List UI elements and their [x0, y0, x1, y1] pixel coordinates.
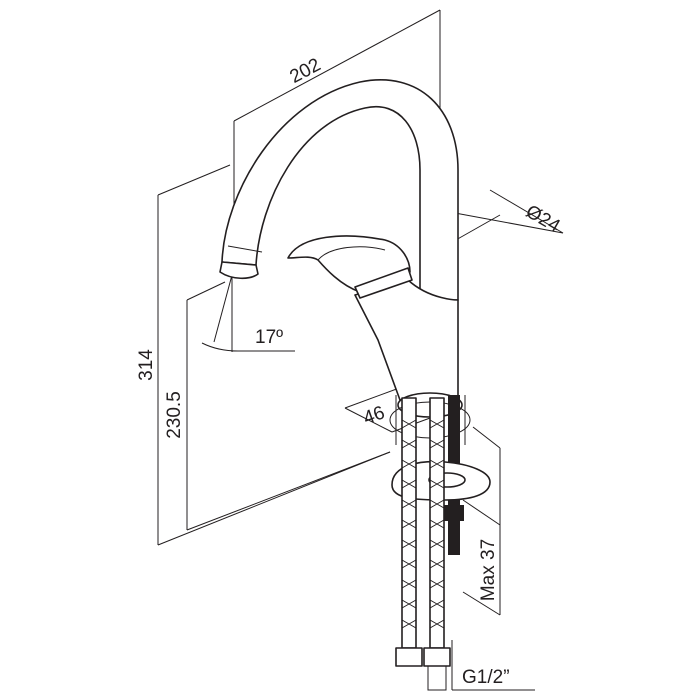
dimension-label-countertop-thickness: Max 37	[478, 539, 499, 601]
dimension-spout-angle: 17º	[201, 274, 295, 352]
dimension-spout-height: 230.5	[164, 281, 391, 531]
dimension-label-connection-thread: G1/2”	[462, 667, 510, 688]
dimension-countertop-thickness: Max 37	[462, 426, 501, 616]
faucet-body	[354, 279, 463, 418]
dimension-label-spout-angle: 17º	[255, 327, 283, 348]
dimension-label-spout-reach: 202	[286, 54, 324, 87]
faucet-spout	[219, 79, 459, 301]
dimension-spout-diameter: Ø24	[446, 189, 564, 246]
dimension-label-spout-height: 230.5	[164, 391, 185, 439]
dimension-connection-thread: G1/2”	[451, 640, 535, 691]
flexible-hose-right	[423, 397, 451, 691]
dimension-total-height: 314	[136, 164, 391, 546]
faucet-handle	[287, 235, 413, 299]
dimension-label-total-height: 314	[136, 349, 157, 381]
flexible-hose-left	[395, 397, 423, 667]
dimension-label-base-diameter: 46	[361, 402, 388, 429]
